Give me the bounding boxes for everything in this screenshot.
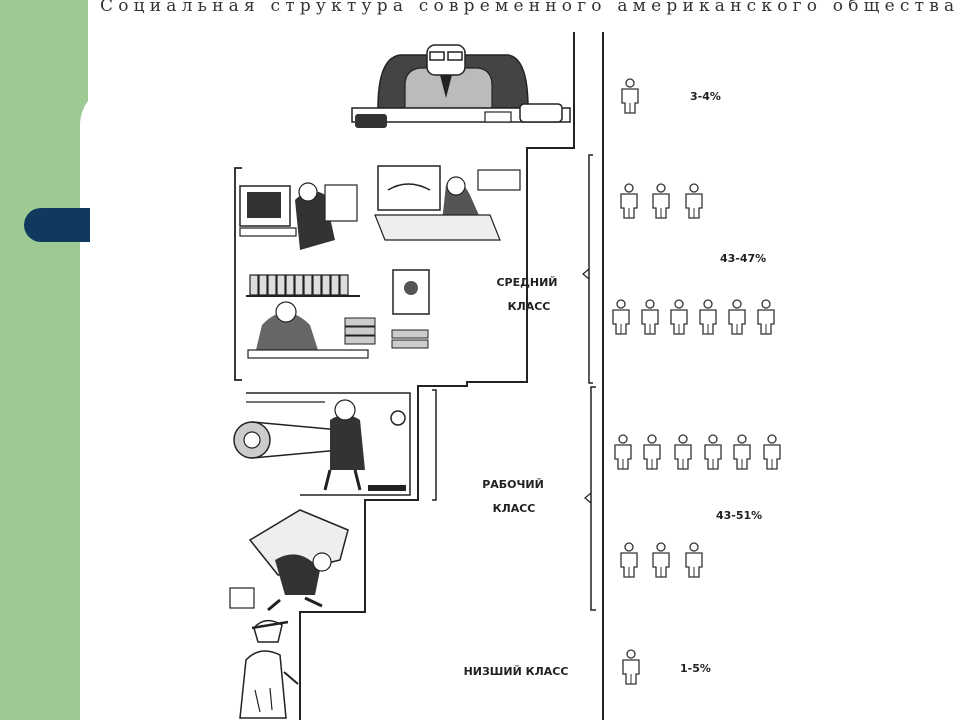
staircase-outline [299, 32, 575, 720]
factory-worker-illustration [229, 389, 437, 612]
lower-class-percent: 1-5% [680, 662, 711, 675]
slide-title: Социальная структура современного америк… [100, 0, 960, 16]
middle-class-people-row-1 [620, 183, 703, 219]
person-icon [674, 434, 692, 470]
slide-sidebar [0, 0, 88, 720]
person-icon [614, 434, 632, 470]
working-class-people-row-1 [614, 434, 781, 470]
person-icon [652, 183, 670, 219]
person-icon [704, 434, 722, 470]
executive-at-desk-illustration [351, 44, 571, 128]
person-icon [641, 299, 659, 335]
slide-content-tab [80, 85, 140, 720]
working-class-label-line1: РАБОЧИЙ [482, 478, 544, 491]
middle-class-label-line2: КЛАСС [508, 300, 551, 313]
middle-class-label-line1: СРЕДНИЙ [496, 276, 557, 289]
lower-class-people [622, 649, 640, 685]
person-icon [670, 299, 688, 335]
person-icon [757, 299, 775, 335]
person-icon [728, 299, 746, 335]
poor-man-illustration [239, 619, 299, 719]
working-class-percent: 43-51% [716, 509, 762, 522]
working-class-people-row-2 [620, 542, 703, 578]
person-icon [733, 434, 751, 470]
lower-class-label: НИЗШИЙ КЛАСС [464, 665, 569, 678]
upper-class-people [621, 78, 639, 114]
slide-marker [24, 208, 90, 242]
person-icon [620, 183, 638, 219]
person-icon [621, 78, 639, 114]
person-icon [763, 434, 781, 470]
person-icon [612, 299, 630, 335]
person-icon [620, 542, 638, 578]
person-icon [685, 542, 703, 578]
person-icon [685, 183, 703, 219]
middle-class-people-row-2 [612, 299, 775, 335]
person-icon [622, 649, 640, 685]
person-icon [699, 299, 717, 335]
office-workers-illustration [234, 165, 521, 381]
middle-class-percent: 43-47% [720, 252, 766, 265]
person-icon [643, 434, 661, 470]
person-icon [652, 542, 670, 578]
working-class-label-line2: КЛАСС [493, 502, 536, 515]
upper-class-percent: 3-4% [690, 90, 721, 103]
